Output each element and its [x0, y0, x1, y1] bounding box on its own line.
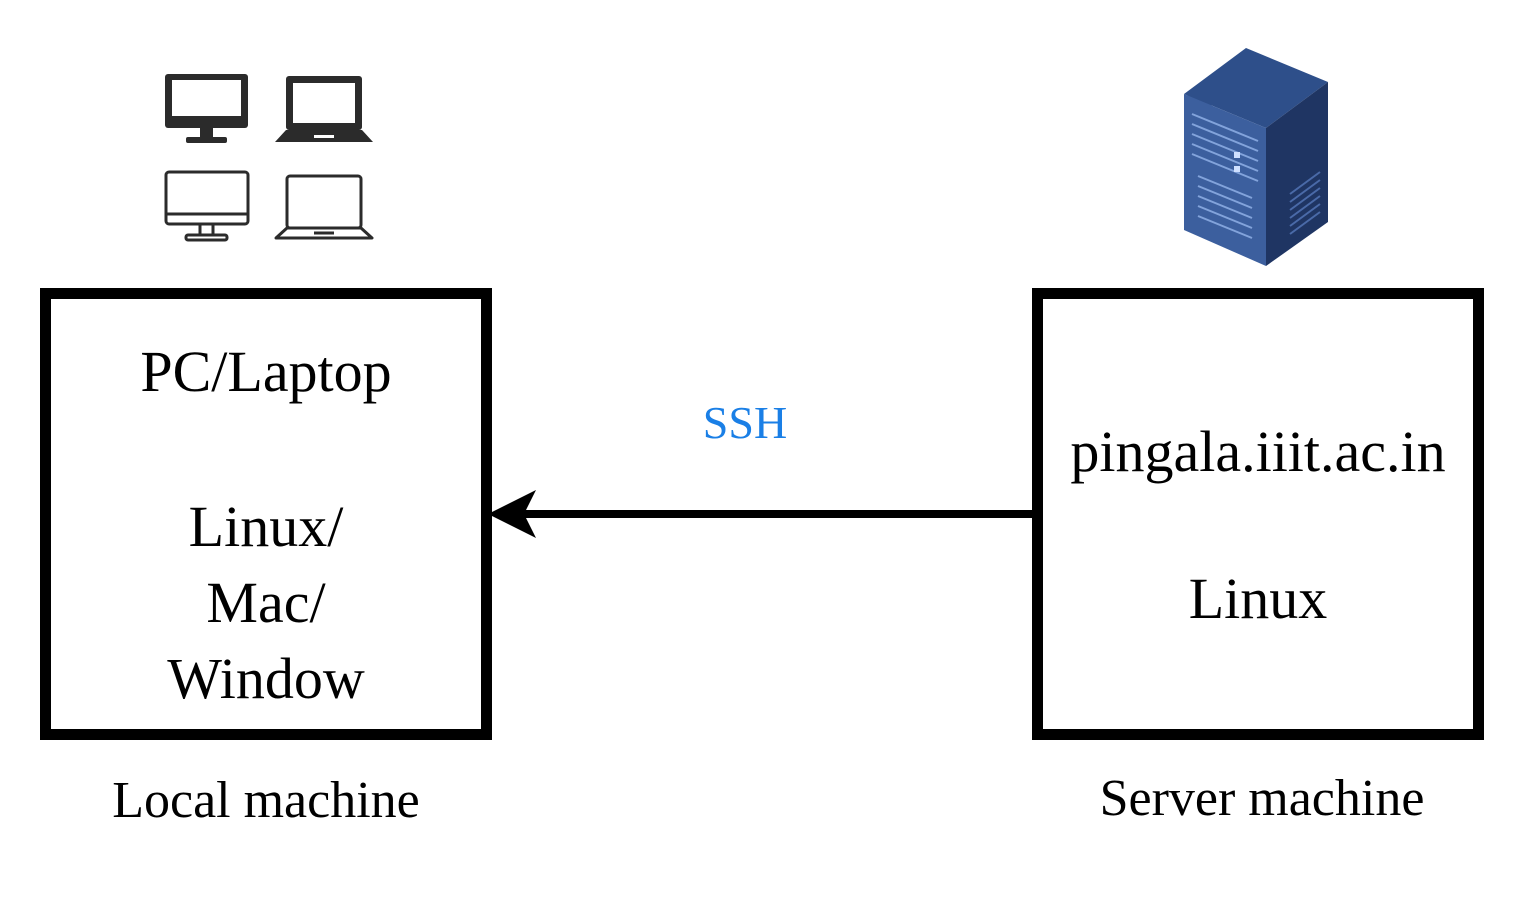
arrowhead-icon — [488, 490, 536, 538]
local-os-line: Window — [167, 646, 365, 711]
server-os: Linux — [1188, 566, 1328, 631]
local-machine-caption: Local machine — [112, 772, 420, 829]
server-machine-box: pingala.iiit.ac.in Linux — [1032, 288, 1484, 740]
local-os-line: Linux/ — [188, 494, 344, 559]
local-os-line: Mac/ — [206, 570, 326, 635]
local-os-list: Linux/ Mac/ Window — [51, 489, 481, 717]
local-machine-title: PC/Laptop — [140, 339, 392, 404]
server-tower-icon — [1184, 48, 1328, 266]
laptop-filled-icon — [275, 76, 373, 142]
ssh-connection-arrow — [488, 490, 1035, 538]
server-machine-caption: Server machine — [1099, 770, 1425, 827]
local-machine-box: PC/Laptop Linux/ Mac/ Window — [40, 288, 492, 740]
laptop-outline-icon — [274, 174, 374, 240]
ssh-label: SSH — [702, 397, 788, 448]
desktop-filled-icon — [165, 74, 248, 143]
desktop-outline-icon — [164, 170, 250, 242]
server-hostname: pingala.iiit.ac.in — [1070, 419, 1446, 484]
